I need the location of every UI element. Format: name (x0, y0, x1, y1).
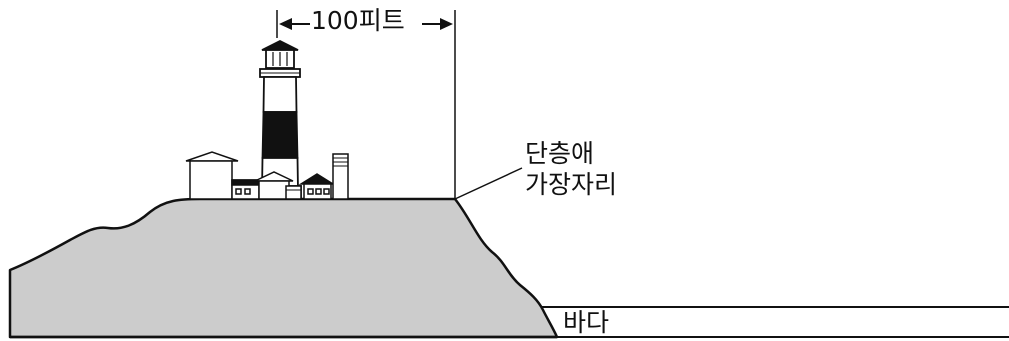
large-house-left (185, 151, 239, 200)
tall-tank-tower (332, 153, 349, 200)
cliff-edge-label-line1: 단층애 (525, 139, 595, 168)
sea-label: 바다 (563, 308, 610, 337)
lighthouse-tower-white-upper (262, 76, 298, 113)
left-arrowhead (279, 18, 292, 30)
lighthouse-tower-black-band (261, 111, 299, 159)
distance-dimension (276, 10, 456, 199)
lighthouse-roof (261, 39, 299, 51)
right-arrowhead (440, 18, 453, 30)
small-shed (285, 185, 302, 200)
sea-lines (540, 306, 1009, 338)
cliff-edge-label-line2: 가장자리 (525, 170, 618, 199)
cottage-with-windows (298, 173, 336, 200)
cliff-edge-leader-line (454, 167, 523, 200)
buildings (185, 151, 349, 200)
small-house-black-roof (231, 179, 260, 200)
cliff-landmass (8, 197, 559, 339)
distance-label: 100피트 (311, 6, 405, 35)
small-house-gabled (254, 171, 294, 200)
